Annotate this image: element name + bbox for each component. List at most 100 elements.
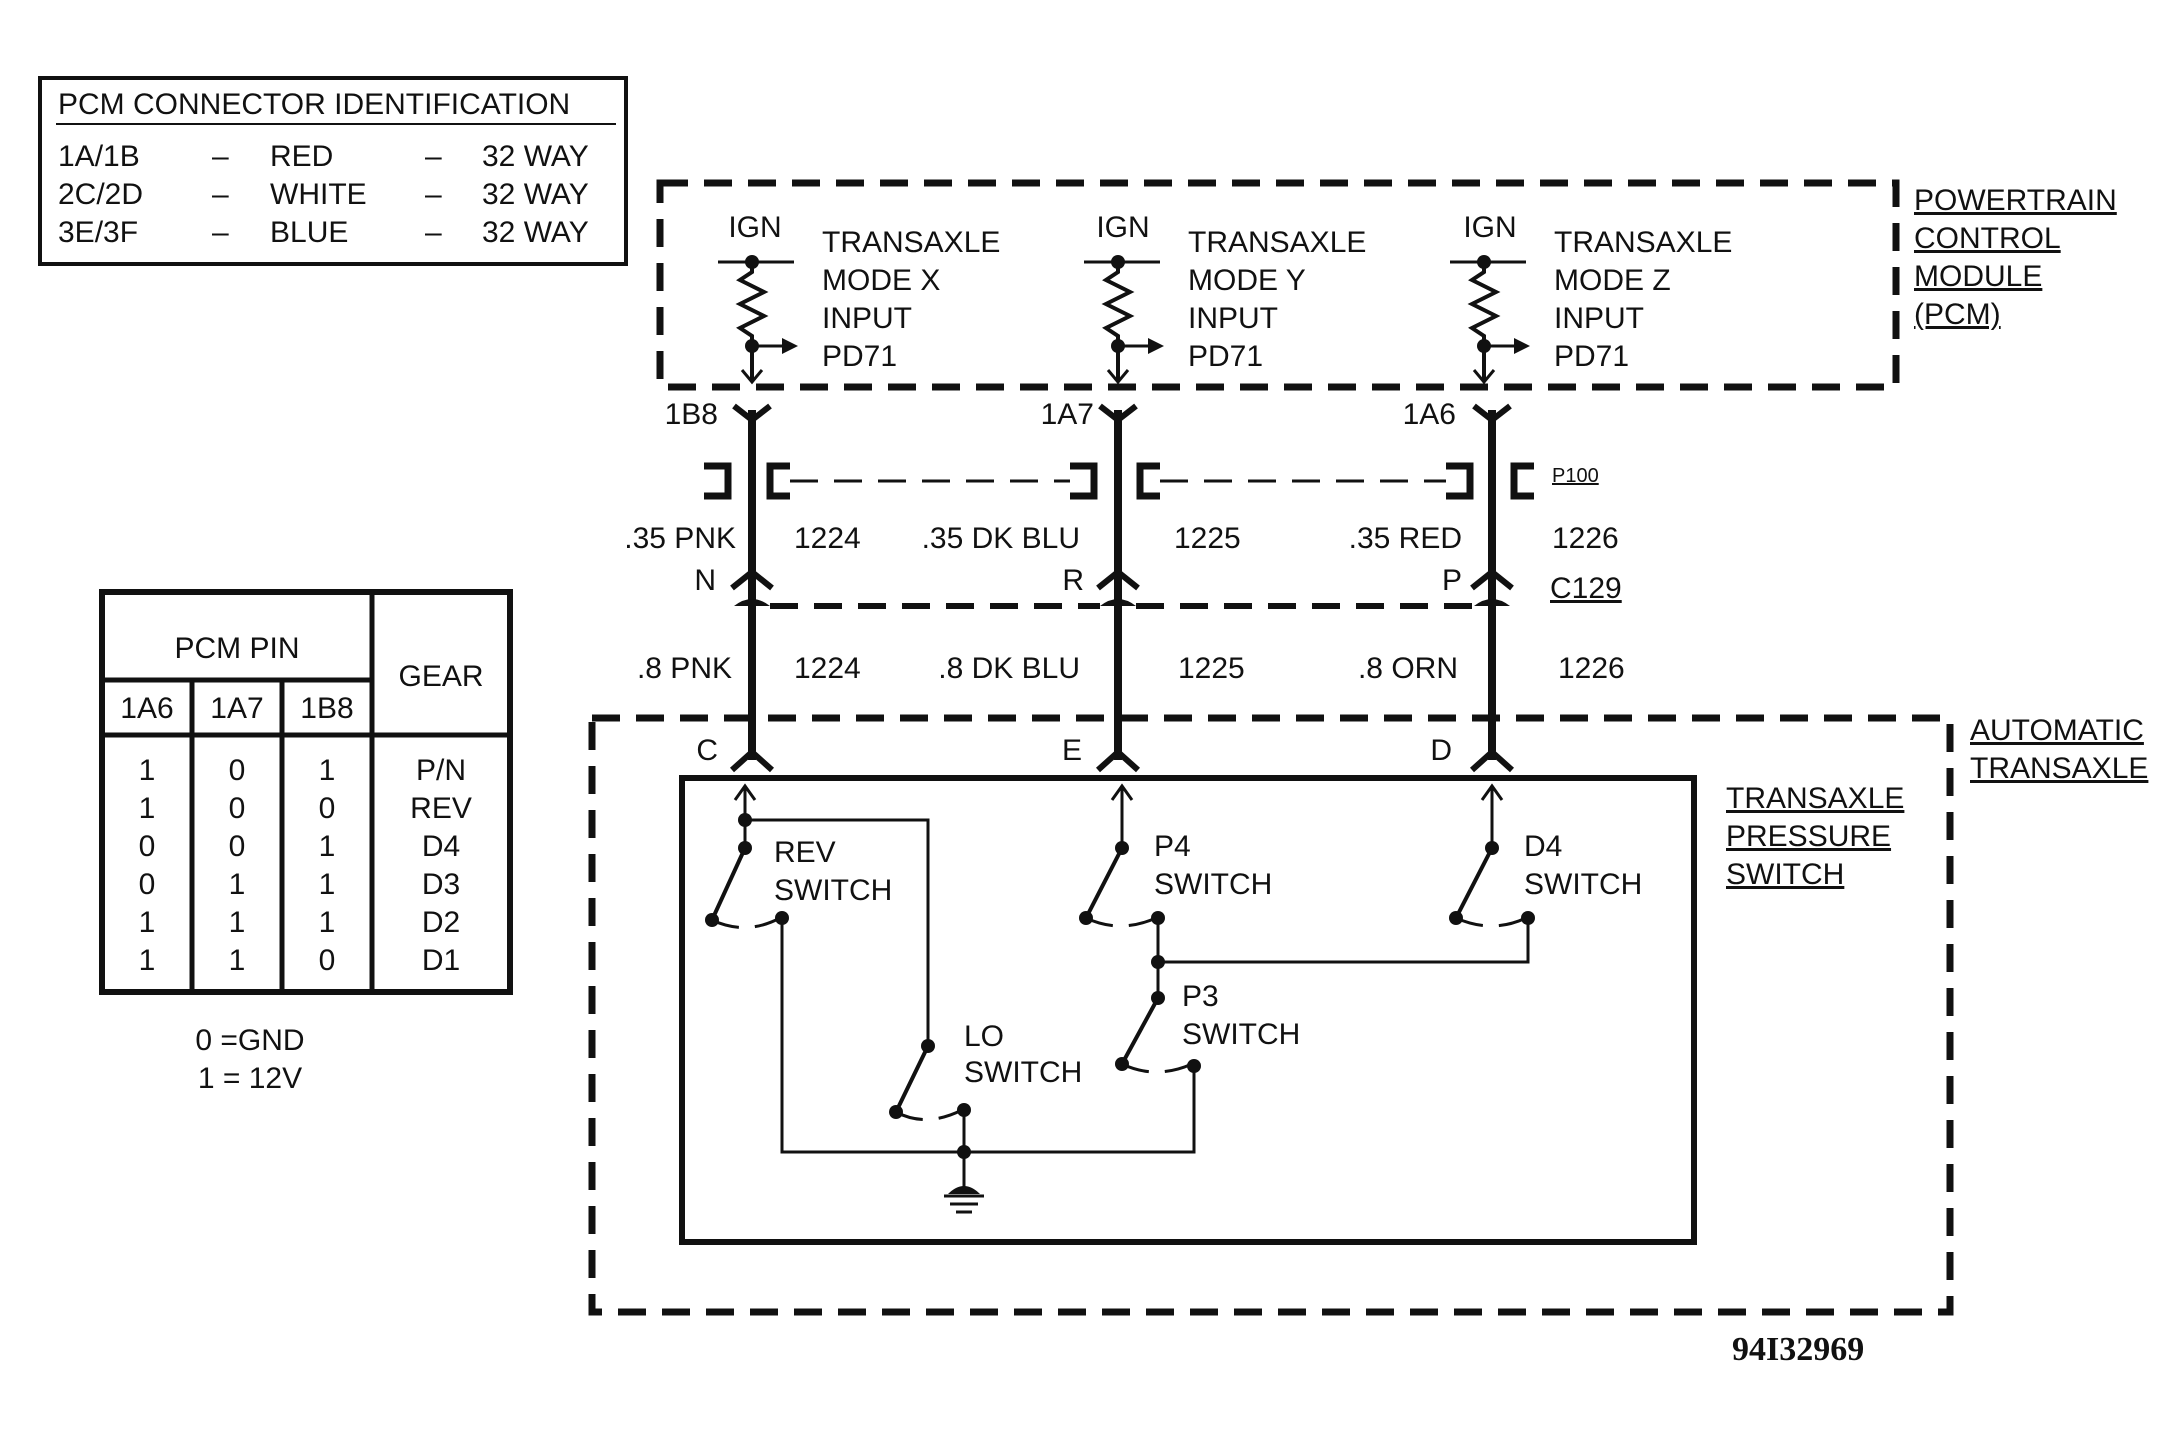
p100-label: P100 [1552, 465, 1599, 487]
pcm-connector-identification-table: PCM CONNECTOR IDENTIFICATION 1A/1B – RED… [38, 76, 628, 266]
pcm-pin-header: PCM PIN [174, 632, 299, 665]
mode-y-line4: PD71 [1188, 340, 1263, 373]
pcm-terminals [732, 403, 1512, 424]
rev-switch: REV SWITCH [705, 813, 892, 930]
pin-value-cell: 0 [319, 792, 336, 825]
transaxle-connector: C E D [696, 734, 1515, 773]
mode-y-line2: MODE Y [1188, 264, 1306, 297]
connector-table-title: PCM CONNECTOR IDENTIFICATION [58, 88, 570, 121]
connector-row: 1A/1B – RED – 32 WAY [58, 140, 589, 173]
wire-gauge: .35 RED [1349, 522, 1462, 555]
automatic-transaxle: AUTOMATIC TRANSAXLE [588, 714, 2148, 1316]
connector-color: WHITE [270, 178, 367, 211]
p4-switch: P4 SWITCH [1079, 830, 1272, 928]
p100-connector: P100 [704, 462, 1599, 500]
pcm-input-y: IGN TRANSAXLE MODE Y INPUT PD71 [1084, 211, 1366, 385]
switch-input-arrows [733, 783, 1504, 848]
pressure-switch-assembly: TRANSAXLE PRESSURE SWITCH [679, 775, 1904, 1245]
connector-pins: 1A/1B [58, 140, 140, 173]
wire-circuit: 1225 [1178, 652, 1245, 685]
connector-dash: – [425, 216, 442, 249]
p3-switch: P3 SWITCH [1115, 980, 1300, 1074]
connector-dash: – [425, 178, 442, 211]
c129-connector: N R P C129 [694, 564, 1622, 609]
connector-dash: – [212, 216, 229, 249]
pin-value-cell: 1 [229, 906, 246, 939]
mode-z-line2: MODE Z [1554, 264, 1671, 297]
ign-label: IGN [728, 211, 781, 244]
rev-switch-label-1: REV [774, 836, 836, 869]
gear-cell: D1 [422, 944, 460, 977]
rev-to-lo-wire [745, 818, 930, 1046]
upper-wire-labels: .35 PNK 1224 .35 DK BLU 1225 .35 RED 122… [624, 522, 1618, 555]
c129-pin-n: N [694, 564, 716, 597]
mode-y-line3: INPUT [1188, 302, 1278, 335]
mode-z-line3: INPUT [1554, 302, 1644, 335]
pcm-label: POWERTRAIN CONTROL MODULE (PCM) [1914, 184, 2117, 331]
wire-gauge: .35 PNK [624, 522, 736, 555]
ground-icon [944, 1110, 984, 1214]
ign-label: IGN [1096, 211, 1149, 244]
pin-label-1a7: 1A7 [1041, 398, 1094, 431]
pin-value-cell: 0 [229, 754, 246, 787]
transaxle-label-1: AUTOMATIC [1970, 714, 2144, 747]
legend-gnd: 0 =GND [195, 1024, 304, 1057]
gear-cell: D3 [422, 868, 460, 901]
pin-value-cell: 1 [319, 906, 336, 939]
connector-row: 2C/2D – WHITE – 32 WAY [58, 178, 589, 211]
c129-pin-r: R [1062, 564, 1084, 597]
mode-x-line4: PD71 [822, 340, 897, 373]
rev-switch-label-2: SWITCH [774, 874, 892, 907]
wire-gauge: .35 DK BLU [922, 522, 1080, 555]
connector-dash: – [212, 178, 229, 211]
pin-value-cell: 0 [229, 830, 246, 863]
pin-label-1b8: 1B8 [665, 398, 718, 431]
ign-label: IGN [1463, 211, 1516, 244]
pin-value-cell: 1 [229, 868, 246, 901]
mode-x-line3: INPUT [822, 302, 912, 335]
wire-circuit: 1225 [1174, 522, 1241, 555]
pcm-input-z: IGN TRANSAXLE MODE Z INPUT PD71 [1450, 211, 1732, 385]
connector-ways: 32 WAY [482, 178, 589, 211]
gear-header: GEAR [398, 660, 483, 693]
p4-switch-label-2: SWITCH [1154, 868, 1272, 901]
pin-value-cell: 0 [139, 830, 156, 863]
pin-header-1a6: 1A6 [120, 692, 173, 725]
pin-value-cell: 1 [139, 906, 156, 939]
gear-cell: REV [410, 792, 472, 825]
lower-wire-labels: .8 PNK 1224 .8 DK BLU 1225 .8 ORN 1226 [637, 652, 1625, 685]
svg-text:MODULE: MODULE [1914, 260, 2042, 293]
p3-links [1151, 918, 1530, 1005]
pressure-switch-label-1: TRANSAXLE [1726, 782, 1904, 815]
rev-return-wire [780, 918, 1196, 1154]
pin-value-cell: 1 [319, 754, 336, 787]
svg-text:(PCM): (PCM) [1914, 298, 2001, 331]
c129-label: C129 [1550, 572, 1622, 605]
pin-c: C [696, 734, 718, 767]
svg-text:POWERTRAIN: POWERTRAIN [1914, 184, 2117, 217]
pressure-switch-label-2: PRESSURE [1726, 820, 1891, 853]
lo-switch-label-1: LO [964, 1020, 1004, 1053]
pin-e: E [1062, 734, 1082, 767]
wire-circuit: 1224 [794, 522, 861, 555]
mode-x-line1: TRANSAXLE [822, 226, 1000, 259]
gear-cell: D2 [422, 906, 460, 939]
connector-ways: 32 WAY [482, 140, 589, 173]
p4-switch-label-1: P4 [1154, 830, 1191, 863]
connector-pins: 3E/3F [58, 216, 138, 249]
gear-table-row: 1 1 1 D2 [139, 906, 461, 939]
pin-label-1a6: 1A6 [1403, 398, 1456, 431]
svg-text:CONTROL: CONTROL [1914, 222, 2061, 255]
mode-x-line2: MODE X [822, 264, 940, 297]
pcm-module: POWERTRAIN CONTROL MODULE (PCM) [656, 179, 2117, 391]
pin-value-cell: 1 [139, 944, 156, 977]
pin-header-1a7: 1A7 [210, 692, 263, 725]
pin-header-1b8: 1B8 [300, 692, 353, 725]
connector-color: BLUE [270, 216, 348, 249]
wire-circuit: 1226 [1558, 652, 1625, 685]
mode-z-line1: TRANSAXLE [1554, 226, 1732, 259]
gear-cell: D4 [422, 830, 460, 863]
